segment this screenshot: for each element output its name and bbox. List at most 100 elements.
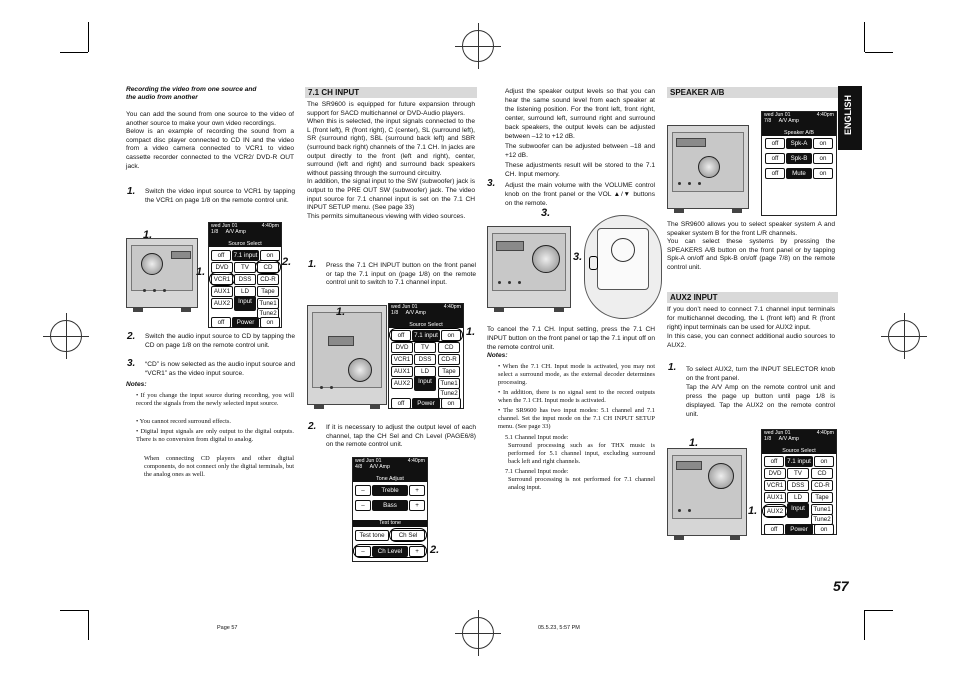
screen-page: 7/8 [764,118,772,124]
highlight-7-1-input [389,328,463,342]
7-1-input-button[interactable]: 7.1 input [412,330,440,341]
section-title-7-1-ch-input: 7.1 CH INPUT [305,87,477,98]
screen-device: A/V Amp [778,118,799,124]
aux2-button[interactable]: AUX2 [211,298,233,309]
bass-minus-button[interactable]: – [355,500,371,511]
off-button[interactable]: off [211,250,231,261]
col2-step2-num: 2. [308,421,317,432]
on-button[interactable]: on [814,524,834,535]
screen-page: 1/8 [211,229,219,235]
cd-r-button[interactable]: CD-R [811,480,833,491]
col4-aux-body: If you don’t need to connect 7.1 channel… [667,306,835,349]
vcr1-button[interactable]: VCR1 [391,354,413,365]
cd-button[interactable]: CD [811,468,833,479]
treble-label: Treble [372,485,408,496]
callout-1: 1. [689,437,699,449]
col3-sub1-title: 5.1 Channel Input mode: [505,434,569,441]
tv-button[interactable]: TV [787,468,809,479]
registration-mark [455,610,501,656]
callout-3: 3. [573,251,583,263]
mute-label: Mute [786,168,812,179]
mute-on-button[interactable]: on [813,168,833,179]
dvd-button[interactable]: DVD [391,342,413,353]
dss-button[interactable]: DSS [787,480,809,491]
col1-note: • If you change the input source during … [136,392,294,408]
screen-time: 4:40pm [407,458,425,464]
remote-screen-tone-adjust: wed Jun 01 4:40pm 4/8 A/V Amp Tone Adjus… [352,457,428,562]
col3-body2: The subwoofer can be adjusted between –1… [505,143,655,159]
on-button[interactable]: on [814,456,834,467]
treble-plus-button[interactable]: + [409,485,425,496]
aux2-button[interactable]: AUX2 [391,378,413,389]
receiver-front-panel [667,125,749,213]
col2-body: The SR9600 is equipped for future expans… [307,101,475,220]
screen-device: A/V Amp [778,436,799,442]
aux1-button[interactable]: AUX1 [391,366,413,377]
crop-mark [865,610,893,611]
screen-device: A/V Amp [225,229,246,235]
cd-r-button[interactable]: CD-R [438,354,460,365]
dss-button[interactable]: DSS [234,274,256,285]
volume-knob[interactable] [532,245,560,273]
power-button[interactable]: Power [412,398,440,409]
highlight-aux2 [762,504,788,518]
input-button[interactable]: Input [787,503,809,518]
col3-cancel: To cancel the 7.1 CH. Input setting, pre… [487,326,656,351]
crop-mark [60,610,88,611]
tv-button[interactable]: TV [234,262,256,273]
tv-button[interactable]: TV [414,342,436,353]
col1-heading-line2: the audio from another [126,94,198,101]
off-button[interactable]: off [764,456,784,467]
screen-device: A/V Amp [369,464,390,470]
tape-button[interactable]: Tape [257,286,279,297]
tape-button[interactable]: Tape [811,492,833,503]
spk-b-off-button[interactable]: off [765,153,785,164]
screen-title: Source Select [762,448,836,454]
col3-sub1-body: Surround processing such as for THX musi… [508,442,655,466]
screen-time: 4:40pm [443,304,461,310]
col4-step1-num: 1. [668,362,677,373]
col3-sub2-body: Surround processing is not performed for… [508,476,655,492]
cd-r-button[interactable]: CD-R [257,274,279,285]
ld-button[interactable]: LD [787,492,809,503]
mute-off-button[interactable]: off [765,168,785,179]
vcr1-button[interactable]: VCR1 [764,480,786,491]
input-button[interactable]: Input [234,296,256,311]
screen-date: wed Jun 01 [764,112,791,118]
screen-date: wed Jun 01 [355,458,382,464]
spk-a-on-button[interactable]: on [813,138,833,149]
dvd-button[interactable]: DVD [764,468,786,479]
aux1-button[interactable]: AUX1 [764,492,786,503]
spk-a-off-button[interactable]: off [765,138,785,149]
aux1-button[interactable]: AUX1 [211,286,233,297]
cd-button[interactable]: CD [438,342,460,353]
receiver-front-panel [667,448,747,540]
screen-title: Speaker A/B [762,130,836,136]
screen-date: wed Jun 01 [211,223,238,229]
tape-button[interactable]: Tape [438,366,460,377]
spk-b-on-button[interactable]: on [813,153,833,164]
off-button[interactable]: off [764,524,784,535]
off-button[interactable]: off [211,317,231,328]
highlight-ch-sel [389,528,427,542]
input-button[interactable]: Input [414,376,436,391]
test-tone-button[interactable]: Test tone [355,530,389,541]
on-button[interactable]: on [441,398,461,409]
col3-notes-label: Notes: [487,352,508,359]
power-button[interactable]: Power [785,524,813,535]
input-selector-knob[interactable] [708,463,734,489]
7-1-input-button[interactable]: 7.1 input [232,250,259,261]
bass-plus-button[interactable]: + [409,500,425,511]
col1-heading-line1: Recording the video from one source and [126,86,257,93]
7-1-input-button[interactable]: 7.1 input [785,456,813,467]
dss-button[interactable]: DSS [414,354,436,365]
screen-date: wed Jun 01 [764,430,791,436]
col1-step1: Switch the video input source to VCR1 by… [145,188,295,204]
col4-speaker-body: The SR9600 allows you to select speaker … [667,221,835,271]
highlight-ch-level [353,544,427,558]
off-button[interactable]: off [391,398,411,409]
treble-minus-button[interactable]: – [355,485,371,496]
remote-screen-source-select: wed Jun 01 4:40pm 1/8 A/V Amp Source Sel… [388,303,464,409]
on-button[interactable]: on [260,317,280,328]
power-button[interactable]: Power [232,317,259,328]
